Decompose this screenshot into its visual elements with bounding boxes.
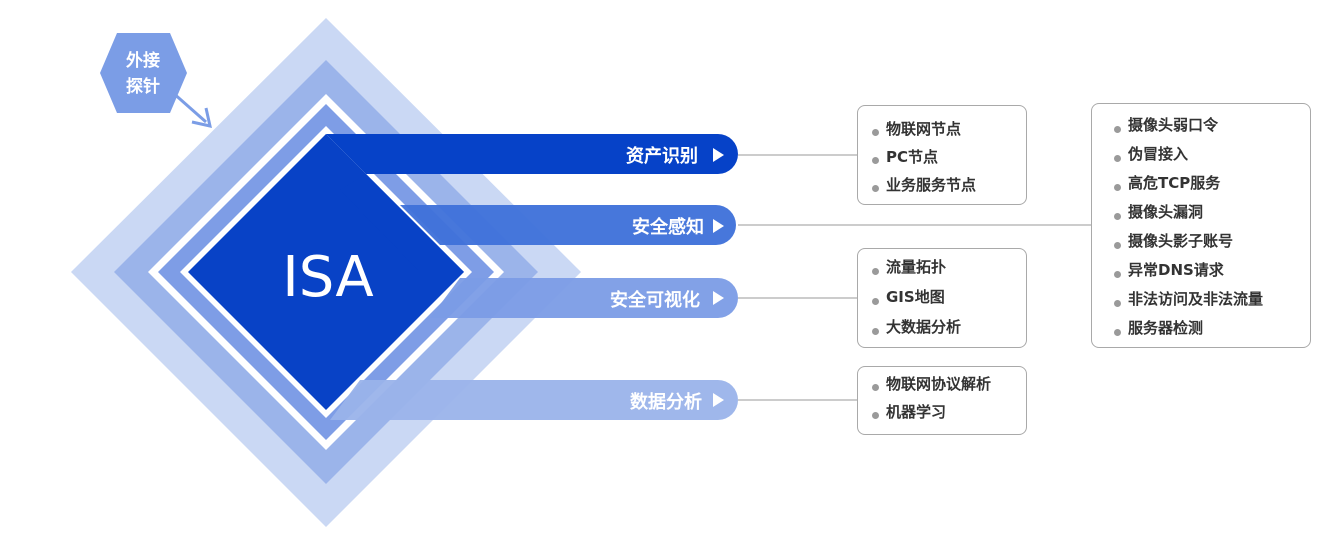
center-label: ISA	[282, 245, 373, 310]
list-item: 异常DNS请求	[1114, 259, 1310, 288]
list-item: 伪冒接入	[1114, 143, 1310, 172]
list-item: 服务器检测	[1114, 317, 1310, 346]
play-arrow-icon	[713, 393, 724, 407]
list-item: 物联网协议解析	[872, 373, 1026, 401]
probe-arrow-head-icon	[191, 107, 212, 128]
bar-security-awareness[interactable]	[400, 205, 736, 245]
bar-label-visual: 安全可视化	[610, 289, 700, 311]
list-item: 摄像头影子账号	[1114, 230, 1310, 259]
probe-label-line2: 探针	[126, 76, 160, 97]
bar-label-asset: 资产识别	[626, 145, 698, 167]
probe-hexagon[interactable]	[100, 33, 187, 113]
box-visual-items: 流量拓扑 GIS地图 大数据分析	[857, 248, 1027, 348]
list-item: 业务服务节点	[872, 174, 1026, 202]
bar-asset-identification[interactable]	[326, 134, 738, 174]
bar-security-visualization[interactable]	[430, 278, 738, 318]
core-notch	[340, 174, 464, 272]
list-item: 高危TCP服务	[1114, 172, 1310, 201]
bar-data-analysis[interactable]	[330, 380, 738, 420]
box-asset-nodes: 物联网节点 PC节点 业务服务节点	[857, 105, 1027, 205]
list-item: 机器学习	[872, 401, 1026, 429]
play-arrow-icon	[713, 219, 724, 233]
list-item: 大数据分析	[872, 316, 1026, 346]
play-arrow-icon	[713, 291, 724, 305]
probe-arrow-line	[171, 90, 207, 124]
box-security-items: 摄像头弱口令 伪冒接入 高危TCP服务 摄像头漏洞 摄像头影子账号 异常DNS请…	[1091, 103, 1311, 348]
probe-label-line1: 外接	[126, 50, 160, 71]
list-item: GIS地图	[872, 286, 1026, 316]
box-analysis-items: 物联网协议解析 机器学习	[857, 366, 1027, 435]
bar-label-security: 安全感知	[632, 216, 704, 238]
play-arrow-icon	[713, 148, 724, 162]
list-item: 物联网节点	[872, 118, 1026, 146]
list-item: 摄像头弱口令	[1114, 114, 1310, 143]
list-item: 摄像头漏洞	[1114, 201, 1310, 230]
list-item: 流量拓扑	[872, 256, 1026, 286]
list-item: PC节点	[872, 146, 1026, 174]
bar-label-analysis: 数据分析	[630, 391, 702, 413]
list-item: 非法访问及非法流量	[1114, 288, 1310, 317]
